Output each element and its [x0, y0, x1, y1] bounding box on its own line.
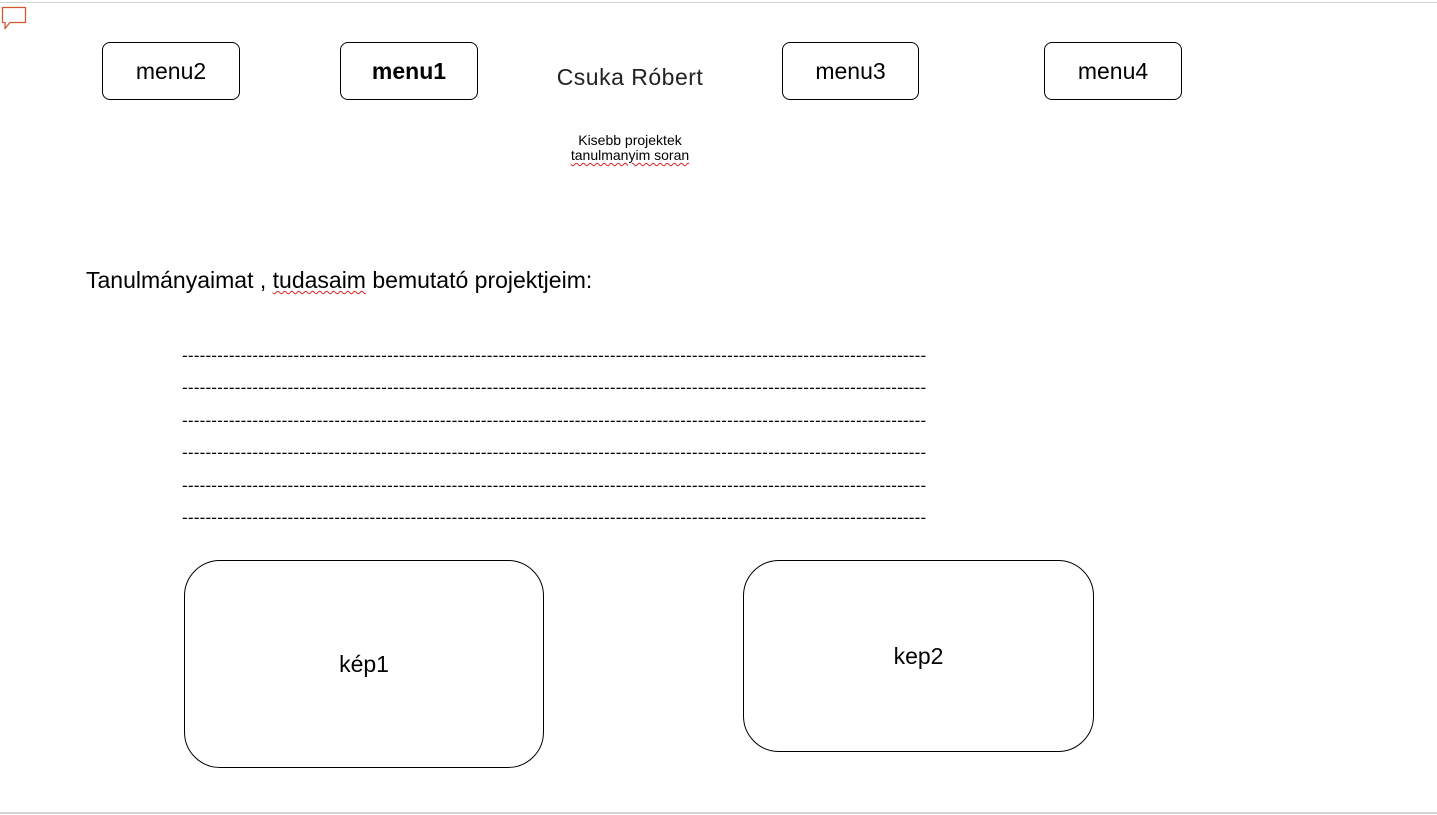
comment-icon[interactable]: [1, 5, 27, 31]
bottom-edge-divider: [0, 812, 1437, 814]
placeholder-text-block: ----------------------------------------…: [182, 342, 1082, 536]
subtitle-line-1: Kisebb projektek: [578, 132, 682, 148]
menu-button-menu2[interactable]: menu2: [102, 42, 240, 100]
placeholder-line: ----------------------------------------…: [182, 346, 927, 365]
placeholder-line: ----------------------------------------…: [182, 410, 927, 430]
subtitle-line-2: tanulmanyim soran: [570, 147, 690, 163]
projects-heading-part2: tudasaim: [272, 267, 366, 293]
site-title: Csuka Róbert: [556, 64, 704, 90]
menu-button-menu4[interactable]: menu4: [1044, 42, 1182, 100]
projects-heading-part3: bemutató projektjeim:: [365, 267, 593, 293]
projects-heading: Tanulmányaimat , tudasaim bemutató proje…: [86, 267, 592, 294]
site-subtitle: Kisebb projektek tanulmanyim soran: [530, 133, 730, 163]
placeholder-line: ----------------------------------------…: [182, 507, 927, 527]
placeholder-line: ----------------------------------------…: [182, 443, 927, 463]
image-placeholder-2: kep2: [743, 560, 1094, 752]
image-placeholder-1: kép1: [184, 560, 544, 768]
placeholder-line: ----------------------------------------…: [182, 378, 927, 398]
image-placeholder-1-label: kép1: [339, 650, 389, 677]
image-placeholder-2-label: kep2: [893, 642, 944, 669]
projects-heading-part1: Tanulmányaimat ,: [86, 267, 273, 293]
placeholder-line: ----------------------------------------…: [182, 475, 927, 495]
menu-button-menu1[interactable]: menu1: [340, 42, 478, 100]
menu-button-menu3[interactable]: menu3: [782, 42, 919, 100]
top-edge-divider: [0, 2, 1437, 3]
